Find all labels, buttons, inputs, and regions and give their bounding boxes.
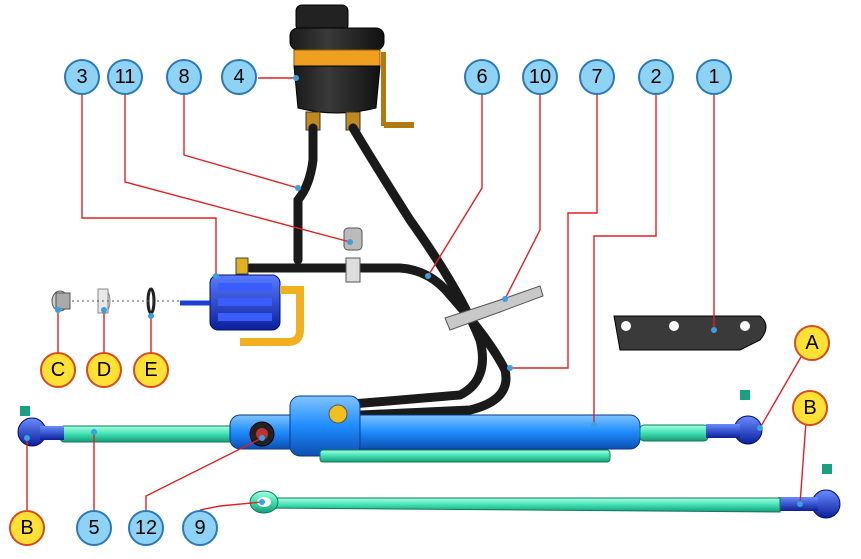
callout-6: 6: [464, 59, 500, 95]
callout-E-label: E: [144, 359, 157, 381]
small-parts: [51, 287, 180, 315]
callout-12: 12: [128, 510, 164, 546]
callout-10: 10: [522, 59, 558, 95]
steering-rack: [59, 395, 709, 463]
callout-4: 4: [221, 59, 257, 95]
hose-clamp: [343, 227, 363, 283]
steering-pump: [180, 257, 304, 346]
callouts-numbered: 1 2 3 4 5 6 7 8 9 10 11 12: [64, 59, 732, 546]
callout-12-label: 12: [135, 517, 157, 539]
callout-3-label: 3: [76, 66, 87, 88]
callout-7: 7: [579, 59, 615, 95]
callout-2-label: 2: [650, 66, 661, 88]
callout-5: 5: [76, 510, 112, 546]
callout-10-label: 10: [529, 66, 551, 88]
callout-5-label: 5: [88, 517, 99, 539]
leader-lines: [26, 77, 810, 511]
callout-3: 3: [64, 59, 100, 95]
callout-B-left: B: [9, 510, 45, 546]
fluid-reservoir: [289, 4, 414, 131]
callout-C-label: C: [51, 359, 65, 381]
callout-1-label: 1: [708, 66, 719, 88]
callout-9: 9: [182, 510, 218, 546]
callout-E: E: [133, 352, 169, 388]
callout-A-label: A: [805, 332, 819, 354]
callout-1: 1: [696, 59, 732, 95]
callout-2: 2: [638, 59, 674, 95]
callout-D: D: [86, 352, 122, 388]
leader-dots: [24, 75, 803, 507]
callout-8-label: 8: [178, 66, 189, 88]
callout-9-label: 9: [194, 517, 205, 539]
callout-D-label: D: [97, 359, 111, 381]
callout-8: 8: [166, 59, 202, 95]
callout-11-label: 11: [115, 66, 136, 88]
callout-C: C: [40, 352, 76, 388]
hoses: [245, 123, 511, 421]
callout-7-label: 7: [591, 66, 602, 88]
drag-link: [249, 490, 781, 514]
callout-B-right-label: B: [803, 397, 816, 419]
callouts-lettered: A B B C D E: [9, 325, 830, 546]
callout-4-label: 4: [233, 66, 244, 88]
callout-B-right: B: [792, 390, 828, 426]
mounting-bracket: [613, 315, 767, 351]
hose-bracket: [444, 285, 544, 331]
callout-A: A: [794, 325, 830, 361]
callout-6-label: 6: [476, 66, 487, 88]
callout-11: 11: [107, 59, 143, 95]
callout-B-left-label: B: [20, 517, 33, 539]
